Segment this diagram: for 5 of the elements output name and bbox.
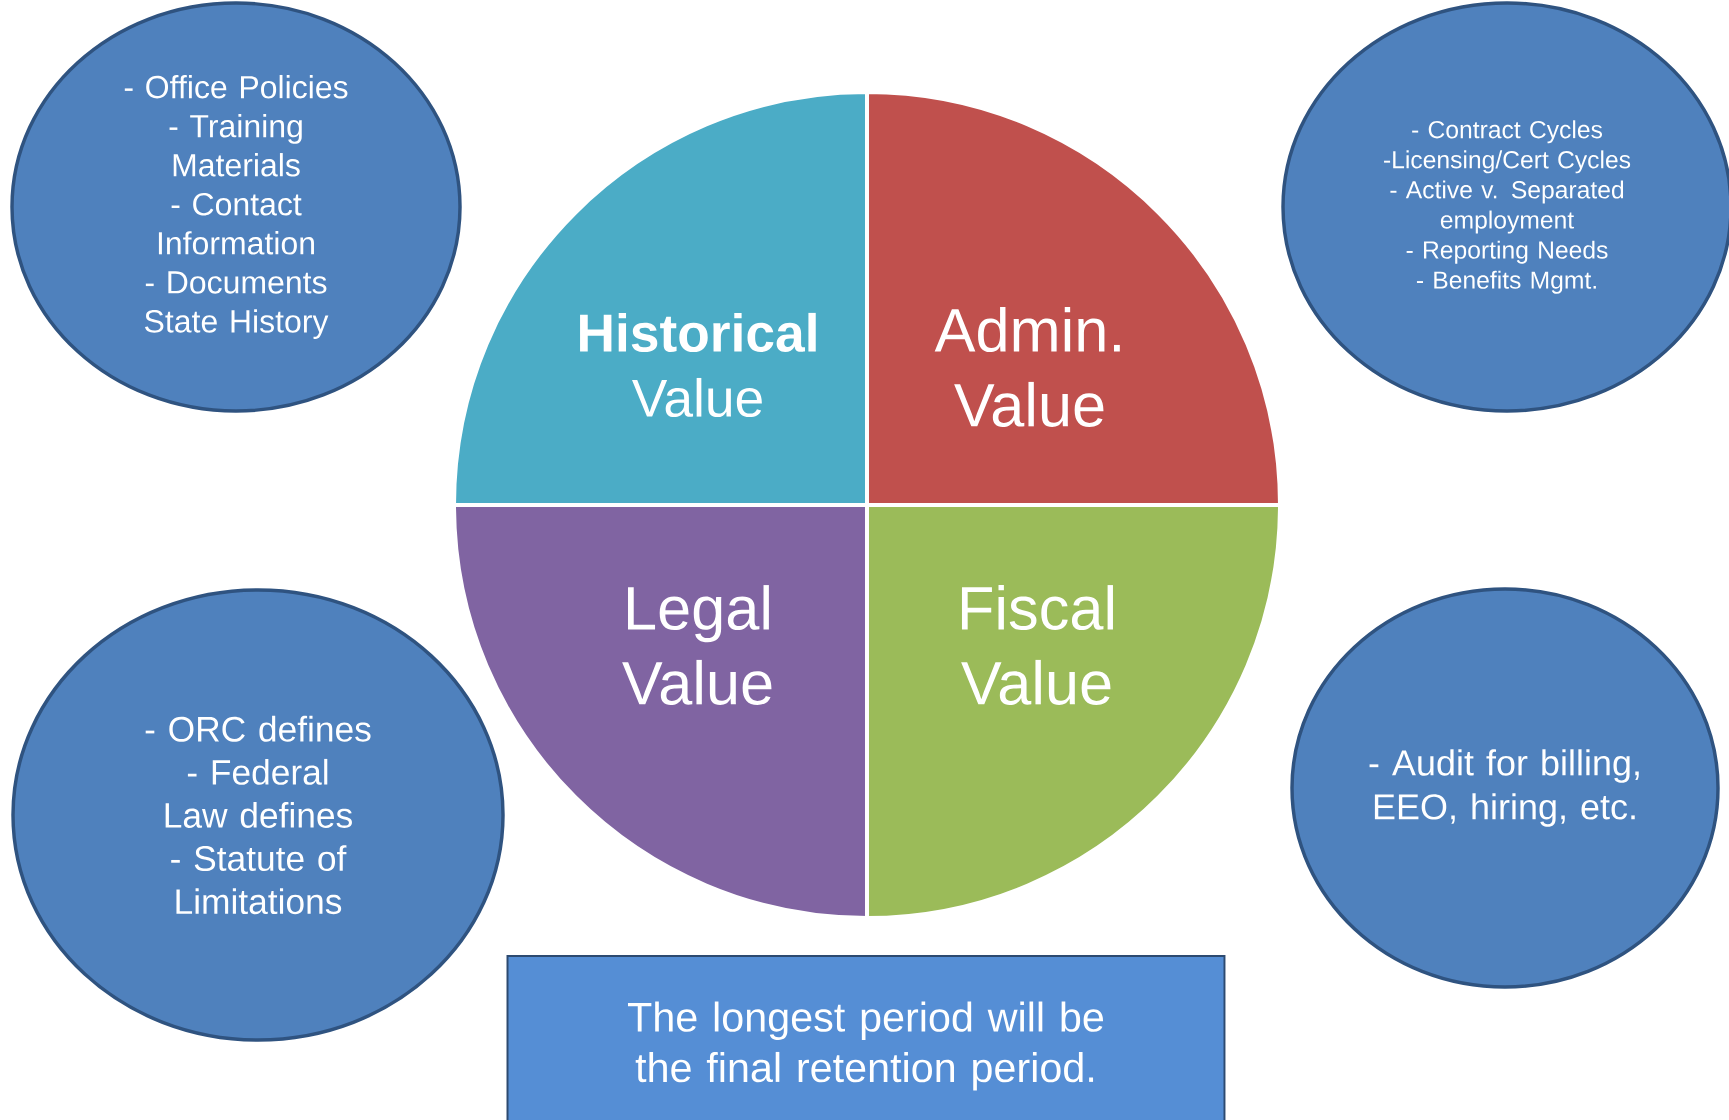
quadrant: Fiscal Value	[865, 503, 1282, 920]
quadrant: Legal Value	[452, 503, 869, 920]
quadrant: Admin. Value	[865, 90, 1282, 507]
note-box: The longest period will be the final retention period.	[506, 955, 1226, 1120]
quadrant: Historical Value	[452, 90, 869, 507]
